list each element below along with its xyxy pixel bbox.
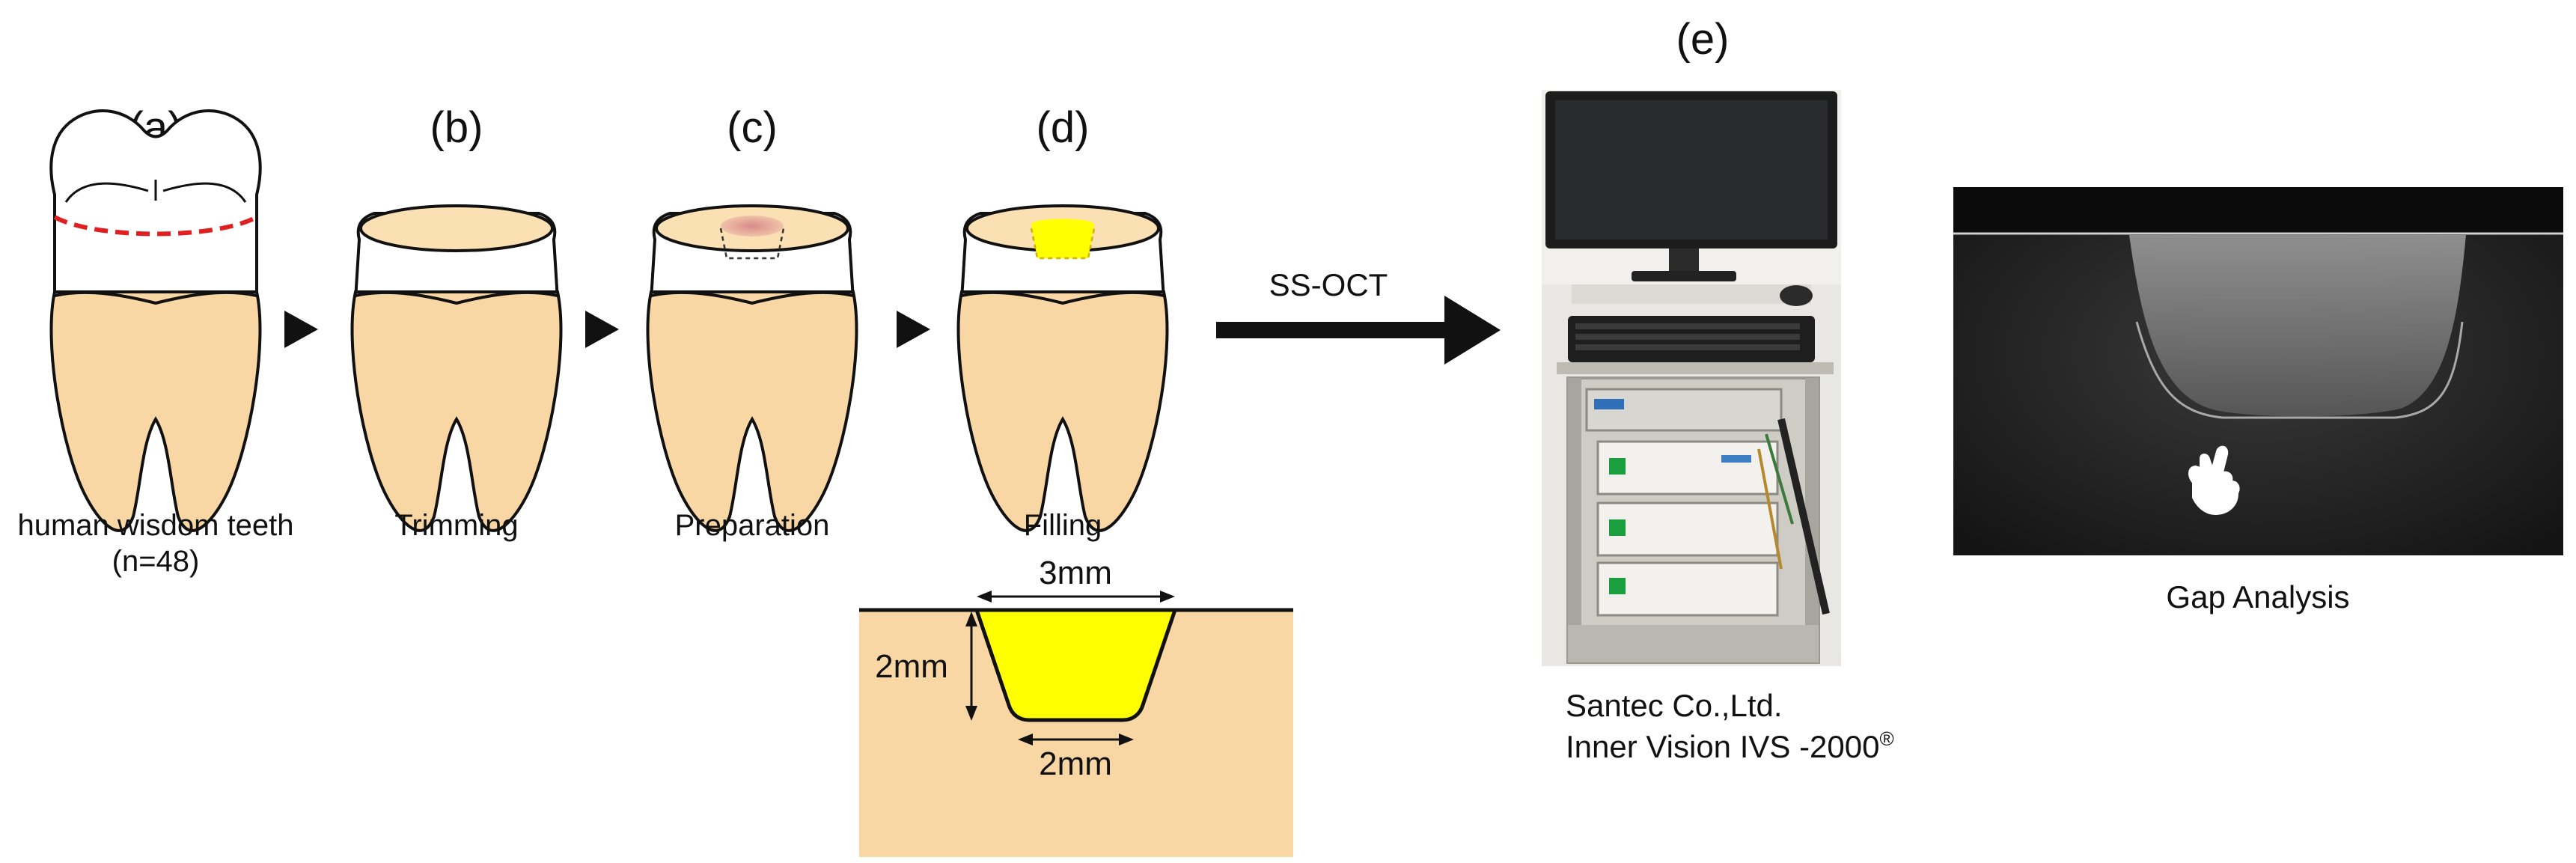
triangle-arrow-icon: [897, 311, 930, 348]
panel-c: (c) Preparation: [646, 103, 858, 542]
prepared-cavity: [721, 216, 784, 237]
ss-oct-arrow: SS-OCT: [1216, 267, 1501, 365]
panel-d-letter: (d): [1037, 103, 1090, 152]
registered-mark: ®: [1880, 728, 1894, 750]
panel-d-caption: Filling: [1024, 509, 1102, 542]
panel-a-caption: human wisdom teeth: [17, 509, 293, 542]
tooth-d-illustration: [956, 204, 1169, 532]
cavity-depth: 2mm: [875, 648, 948, 685]
pointing-hand-icon: [2188, 445, 2240, 516]
oct-cavity: [2129, 235, 2466, 417]
oct-caption: Gap Analysis: [2166, 579, 2349, 615]
panel-d: (d) Filling: [956, 103, 1169, 542]
panel-a: (a) human wisdom teeth (n=48): [17, 103, 293, 578]
panel-c-letter: (c): [727, 103, 778, 152]
cavity-filling: [974, 608, 1178, 722]
cavity-diagram: 3mm 2mm 2mm: [859, 555, 1293, 857]
cavity-bottom-width: 2mm: [1039, 745, 1112, 782]
tooth-c-illustration: [646, 204, 858, 532]
oct-image: [1953, 187, 2563, 555]
mouse: [1780, 285, 1813, 306]
triangle-arrow-icon: [585, 311, 619, 348]
panel-e-letter: (e): [1676, 15, 1730, 64]
ss-oct-label: SS-OCT: [1269, 267, 1388, 302]
panel-c-caption: Preparation: [675, 509, 830, 542]
device-model: Inner Vision IVS -2000: [1566, 729, 1880, 764]
panel-e: (e): [1542, 15, 1894, 764]
panel-b-caption: Trimming: [394, 509, 518, 542]
tooth-a-illustration: [49, 109, 262, 532]
panel-b: (b) Trimming: [350, 103, 563, 542]
cavity-top-width: 3mm: [1039, 555, 1112, 591]
device-photo: [1542, 90, 1841, 666]
triangle-arrow-icon: [284, 311, 318, 348]
panel-e-caption-line2: Inner Vision IVS -2000®: [1566, 728, 1894, 764]
panel-e-caption-line1: Santec Co.,Ltd.: [1566, 688, 1783, 723]
panel-a-sub: (n=48): [112, 545, 200, 578]
tooth-b-illustration: [350, 204, 563, 532]
panel-b-letter: (b): [430, 103, 483, 152]
filling: [1031, 219, 1094, 258]
